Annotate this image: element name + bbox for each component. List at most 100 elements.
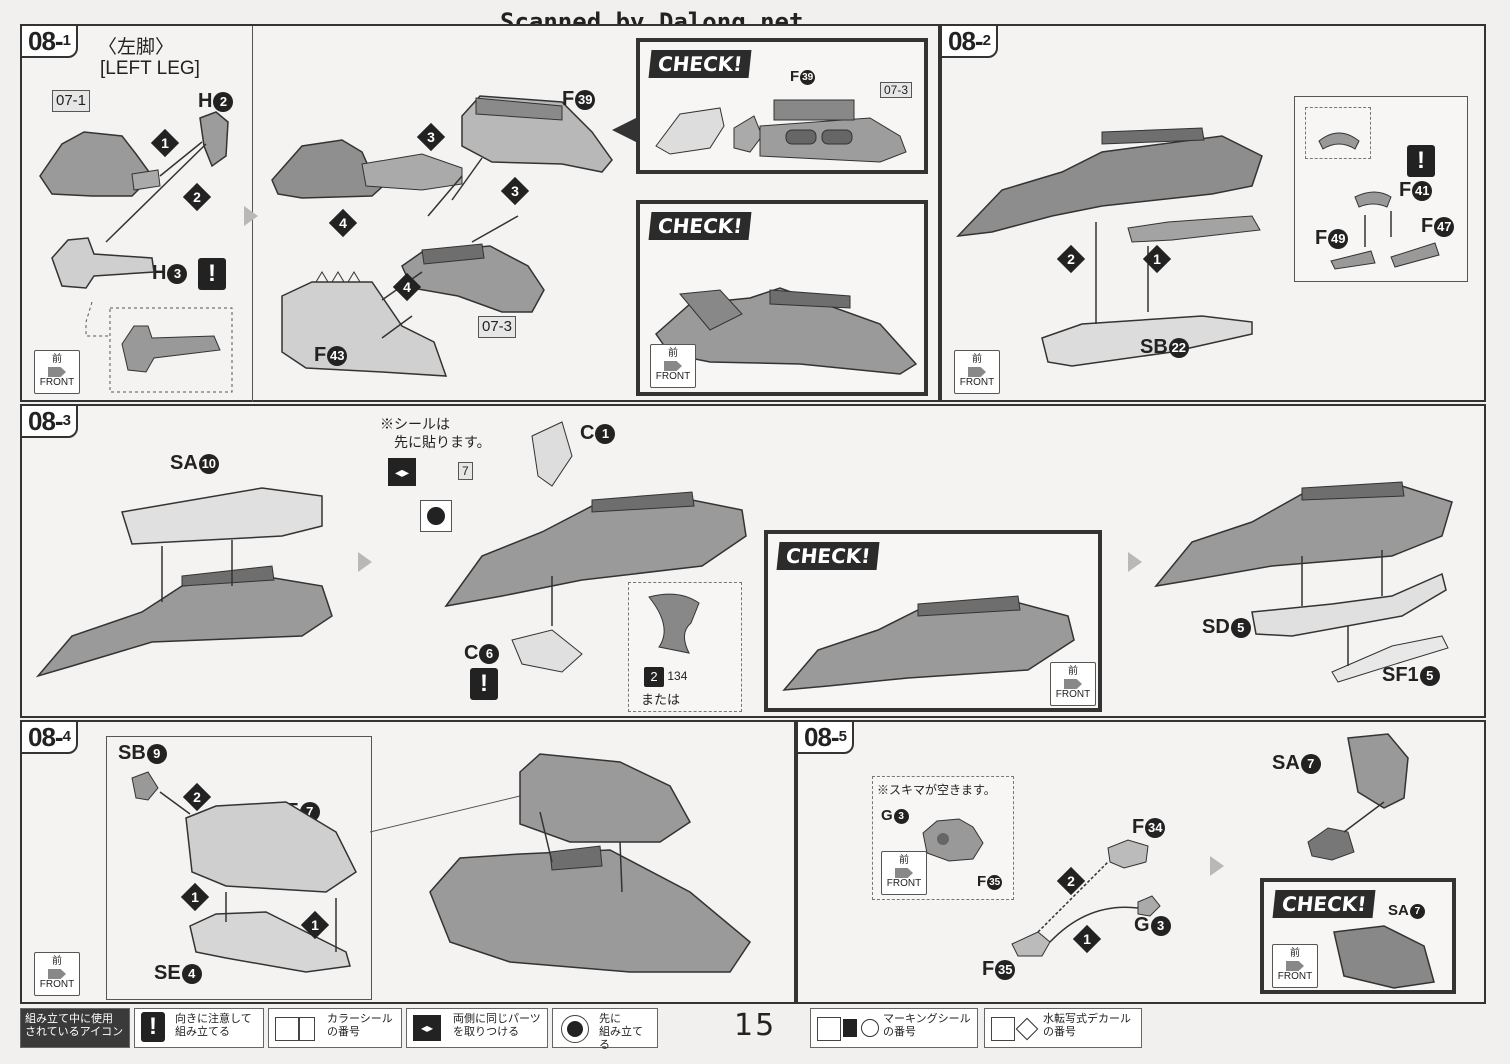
caution-icon: !: [141, 1012, 165, 1042]
section-subtitle: [LEFT LEG]: [100, 58, 200, 79]
step-marker-4: 4: [392, 272, 422, 302]
next-arrow: [358, 552, 372, 572]
legend-marking-seal: マーキングシールの番号: [810, 1008, 978, 1048]
step-number: 08-4: [20, 720, 78, 754]
gap-note: ※スキマが空きます。: [877, 783, 996, 797]
number-icon: [843, 1019, 857, 1037]
step-number: 08-5: [796, 720, 854, 754]
step-marker-2: 2: [1056, 866, 1086, 896]
assembly-illustration: [1307, 733, 1409, 861]
legend-caution: ! 向きに注意して組み立てる: [134, 1008, 264, 1048]
legend-decal: 水転写式デカールの番号: [984, 1008, 1142, 1048]
legend-title: 組み立て中に使用されているアイコン: [20, 1008, 130, 1048]
step-number: 08-2: [940, 24, 998, 58]
assemble-first-icon: [420, 500, 452, 532]
callout-pointer: [612, 118, 636, 142]
next-arrow: [244, 206, 258, 226]
seal-number: 7: [458, 462, 473, 480]
assembly-illustration: [444, 421, 747, 673]
assembly-illustration: [370, 753, 751, 973]
legend-both-sides: ◂▸ 両側に同じパーツを取りつける: [406, 1008, 548, 1048]
step-marker-3: 3: [416, 122, 446, 152]
or-text: または: [641, 692, 681, 707]
both-sides-icon: ◂▸: [388, 458, 416, 486]
step-marker-1: 1: [150, 128, 180, 158]
detail-illustration: [1318, 132, 1440, 270]
section-title: 〈左脚〉: [98, 37, 175, 58]
step-number: 08-3: [20, 404, 78, 438]
circled-number-icon: [861, 1019, 879, 1037]
diamond-number-icon: [1015, 1017, 1039, 1041]
caution-icon: !: [198, 258, 226, 290]
seal-note-1: ※シールは: [380, 416, 450, 432]
step-marker-4: 4: [328, 208, 358, 238]
step-marker-2: 2: [182, 182, 212, 212]
assembly-illustration: [1011, 839, 1161, 957]
assembly-illustration: [35, 487, 333, 678]
detail-box: [106, 736, 372, 1000]
assemble-first-icon: [561, 1015, 589, 1043]
legend-color-seal: カラーシールの番号: [268, 1008, 402, 1048]
ref-07-3: 07-3: [478, 316, 517, 338]
check-illustration: [655, 99, 907, 163]
check-illustration: [655, 287, 918, 375]
check-illustration: [1333, 925, 1435, 989]
step-marker-1: 1: [1142, 244, 1172, 274]
next-arrow: [1210, 856, 1224, 876]
page-number: 15: [734, 1008, 777, 1043]
assembly-illustration: [131, 771, 357, 973]
step-marker-2: 2: [1056, 244, 1086, 274]
number-box-icon: [299, 1017, 315, 1041]
legend-assemble-first: 先に組み立てる: [552, 1008, 658, 1051]
assembly-illustration: [956, 127, 1263, 367]
seal-icon: [275, 1017, 299, 1041]
check-illustration: [782, 595, 1075, 691]
ref-07-1: 07-1: [52, 90, 91, 112]
step-marker-1: 1: [1072, 924, 1102, 954]
step-number: 08-1: [20, 24, 78, 58]
next-arrow: [1128, 552, 1142, 572]
detail-box: 2 134 または: [628, 582, 742, 712]
step-marker-1: 1: [300, 910, 330, 940]
caution-icon: !: [470, 668, 498, 700]
color-seal-number: 2 134: [643, 667, 687, 687]
seal-icon: [991, 1017, 1015, 1041]
step-marker-2: 2: [182, 782, 212, 812]
